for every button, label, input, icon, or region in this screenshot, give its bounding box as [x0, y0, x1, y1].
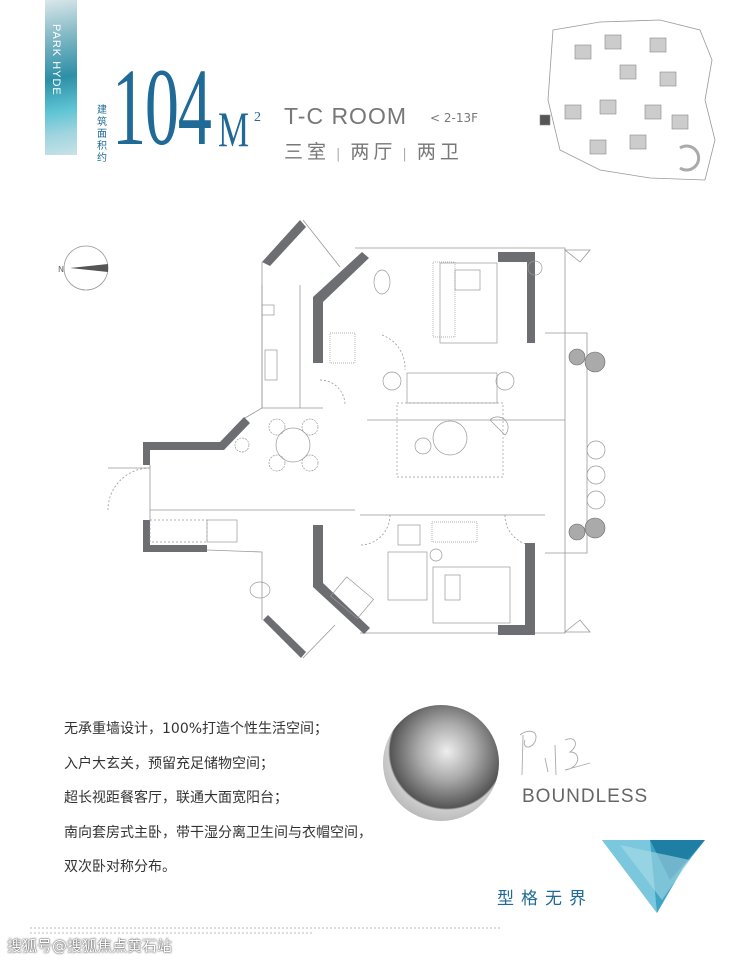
- watermark: 搜狐号@搜狐焦点黄石站: [7, 937, 173, 955]
- plants: [568, 348, 606, 541]
- feature-item: 双次卧对称分布。: [64, 859, 176, 875]
- compass-icon: [63, 245, 109, 291]
- plan-outline: [107, 219, 591, 659]
- feature-item: 无承重墙设计，100%打造个性生活空间；: [64, 721, 329, 737]
- brand-banner-image: [45, 0, 77, 155]
- furniture: [149, 260, 606, 624]
- feature-item: 超长视距餐客厅，联通大面宽阳台；: [64, 790, 288, 806]
- room-type: T-C ROOM: [284, 103, 407, 129]
- fine-print-disclaimer: [30, 925, 500, 937]
- diamond-logo: [602, 840, 705, 913]
- area-value: 104: [112, 46, 212, 168]
- area-unit: M: [218, 101, 250, 157]
- compass-label: N: [58, 265, 64, 274]
- brand-english: BOUNDLESS: [522, 786, 649, 807]
- brand-chinese: 型格无界: [497, 889, 593, 909]
- layout-bedrooms: 三室: [284, 141, 331, 163]
- feature-item: 入户大玄关，预留充足储物空间；: [64, 755, 274, 772]
- layout-living: 两厅: [350, 141, 397, 163]
- site-map: [539, 19, 716, 181]
- feature-item: 南向套房式主卧，带干湿分离卫生间与衣帽空间，: [64, 824, 372, 841]
- area-unit-sup: 2: [254, 110, 261, 125]
- structural-walls: [143, 220, 535, 658]
- brand-vertical-text: PARK HYDE: [50, 24, 62, 96]
- signature-image: [519, 730, 591, 776]
- room-layout: 三室|两厅|两卫: [284, 141, 463, 163]
- layout-bath: 两卫: [416, 141, 463, 163]
- architect-portrait: [383, 705, 499, 821]
- area-label: 建筑面积约: [97, 105, 107, 164]
- feature-list: 无承重墙设计，100%打造个性生活空间； 入户大玄关，预留充足储物空间； 超长视…: [64, 712, 372, 885]
- floor-range: < 2-13F: [430, 111, 479, 125]
